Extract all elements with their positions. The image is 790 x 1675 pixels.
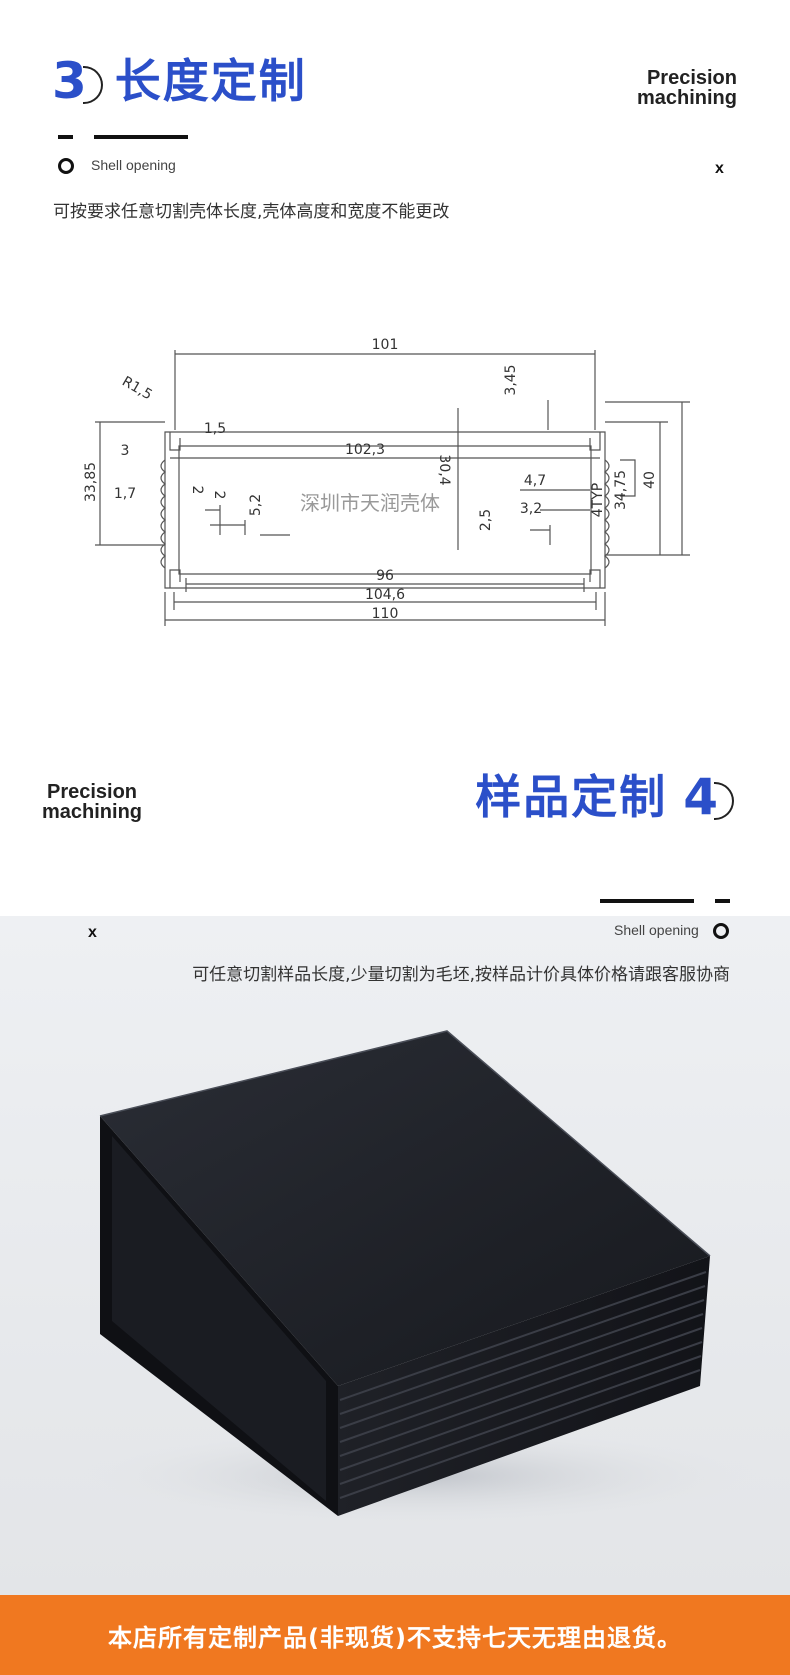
dim-96-line	[185, 578, 585, 592]
section4-shell-label: Shell opening	[614, 922, 699, 938]
dim-110: 110	[372, 606, 399, 622]
section3-number-arc	[82, 66, 103, 104]
dim-4typ-line	[620, 459, 636, 497]
dim-3385-line	[95, 421, 165, 546]
section4-precision-line1: Precision	[46, 781, 138, 803]
dim-25: 2,5	[478, 509, 494, 531]
dim-110-line	[164, 592, 606, 626]
dim-15: 1,5	[204, 421, 226, 437]
dim-small-lines	[205, 489, 590, 545]
section4-ring-icon	[713, 923, 729, 939]
section3-short-bar	[58, 135, 73, 139]
section4-description: 可任意切割样品长度,少量切割为毛坯,按样品计价具体价格请跟客服协商	[192, 965, 730, 985]
dim-2a: 2	[189, 486, 205, 495]
drawing-watermark: 深圳市天润壳体	[300, 491, 440, 515]
section3-long-bar	[94, 135, 188, 139]
dim-96: 96	[376, 568, 394, 584]
section3-title: 长度定制	[114, 54, 307, 108]
dim-3385: 33,85	[83, 462, 99, 502]
left-fins	[160, 459, 166, 569]
case-fins	[339, 1271, 707, 1499]
dim-101: 101	[372, 337, 399, 353]
case-inner	[112, 1136, 326, 1501]
section3-precision-line2: machining	[636, 87, 737, 109]
dim-3475-line	[605, 421, 668, 555]
dim-3: 3	[121, 443, 130, 459]
dim-1023: 102,3	[345, 442, 385, 458]
section3-precision-line1: Precision	[646, 67, 737, 89]
dim-2b: 2	[211, 491, 227, 500]
dim-3475: 34,75	[613, 470, 629, 510]
section3-shell-label: Shell opening	[91, 157, 176, 173]
section4-number: 4	[683, 768, 718, 826]
dim-52: 5,2	[248, 494, 264, 516]
section3-precision-label: Precision machining	[637, 68, 737, 108]
dim-101-line	[174, 350, 596, 430]
dim-1046: 104,6	[365, 587, 405, 603]
bottom-slot-left	[169, 569, 181, 588]
technical-drawing: 101 3,45 R1,5 1,5 3 102,3 33,85 1,7 2 2 …	[70, 330, 730, 680]
bottom-slot-right	[589, 569, 601, 588]
section3-number: 3	[52, 52, 87, 110]
section4-title: 样品定制	[475, 770, 668, 824]
section3-ring-icon	[58, 158, 74, 174]
dim-32: 3,2	[520, 501, 542, 517]
section4-precision-line2: machining	[42, 801, 143, 823]
drawing-svg: 101 3,45 R1,5 1,5 3 102,3 33,85 1,7 2 2 …	[83, 337, 690, 626]
top-slot-right	[589, 432, 601, 451]
profile-inner	[178, 445, 592, 575]
section3-heading: 3 长度定制	[52, 56, 307, 106]
dim-47: 4,7	[524, 473, 546, 489]
footer-notice-banner: 本店所有定制产品(非现货)不支持七天无理由退货。	[0, 1595, 790, 1675]
section-length-custom: 3 长度定制 Precision machining Shell opening…	[0, 0, 790, 800]
right-fins	[604, 459, 610, 569]
case-edge-highlight	[99, 1030, 711, 1257]
dim-4typ: 4TYP	[590, 483, 606, 517]
footer-notice-text: 本店所有定制产品(非现货)不支持七天无理由退货。	[108, 1623, 682, 1652]
section3-x-mark: x	[715, 160, 724, 177]
dim-40: 40	[642, 471, 658, 489]
section3-description: 可按要求任意切割壳体长度,壳体高度和宽度不能更改	[53, 202, 450, 222]
section4-short-bar	[715, 899, 730, 903]
dim-1046-line	[173, 592, 597, 610]
product-photo	[0, 916, 790, 1595]
section4-long-bar	[600, 899, 694, 903]
section4-precision-label: Precision machining	[42, 782, 142, 822]
section4-x-mark: x	[88, 924, 97, 941]
product-photo-svg	[80, 1030, 760, 1526]
dim-304: 30,4	[436, 454, 452, 485]
dim-40-line	[605, 401, 690, 556]
section-sample-custom: Precision machining 样品定制 4 x Shell openi…	[0, 772, 790, 1595]
section4-heading: 样品定制 4	[475, 772, 734, 822]
dim-17: 1,7	[114, 486, 136, 502]
case-top-face	[100, 1031, 710, 1386]
dim-345: 3,45	[503, 364, 519, 395]
dim-r15: R1,5	[119, 374, 155, 404]
section4-number-arc	[714, 782, 734, 820]
top-slot-left	[169, 432, 181, 451]
